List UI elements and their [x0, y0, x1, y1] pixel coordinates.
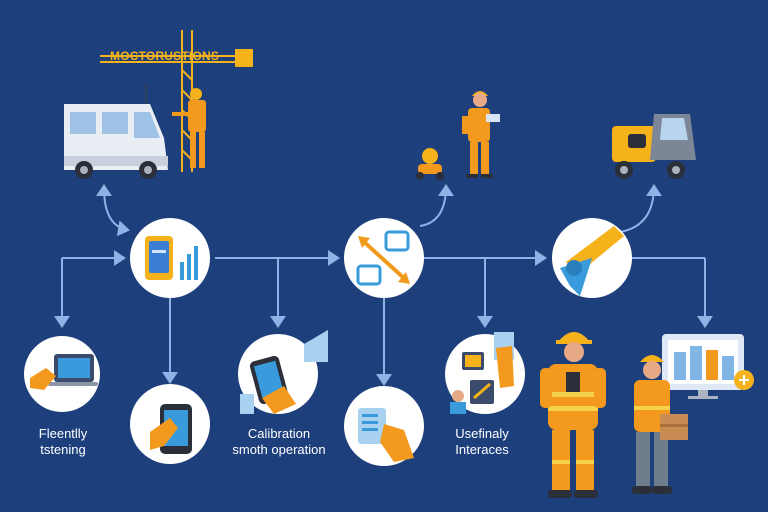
node-document-hand [344, 386, 424, 466]
crane-illustration [100, 30, 253, 172]
label-center-line2: smoth operation [232, 442, 326, 457]
label-right-line1: Usefinaly [455, 426, 509, 441]
node-phone-hand [130, 384, 210, 464]
service-van-illustration [64, 84, 168, 179]
connector-lines [54, 184, 713, 386]
label-left-line2: tstening [40, 442, 86, 457]
label-right-line2: Interaces [455, 442, 509, 457]
lead-worker-illustration [540, 332, 606, 498]
crane-worker-illustration [172, 88, 206, 168]
mini-robot-illustration [416, 148, 444, 180]
node-tool [552, 218, 632, 298]
delivery-worker-illustration [632, 355, 688, 494]
crane-sign: MOCTORUSTIONS [110, 49, 220, 63]
label-left: Fleentlly tstening [24, 426, 102, 458]
node-sync-arrows [344, 218, 424, 298]
node-phone-calibration [238, 330, 328, 414]
inspector-worker-illustration [462, 91, 500, 178]
node-mobile-app [130, 218, 210, 298]
node-laptop [24, 336, 100, 412]
label-left-line1: Fleentlly [38, 426, 88, 441]
label-center: Calibration smoth operation [222, 426, 336, 458]
label-right: Usefinaly Interaces [440, 426, 524, 458]
label-center-line1: Calibration [247, 426, 311, 441]
node-interfaces [445, 332, 525, 414]
monitor-dashboard-illustration [662, 334, 754, 399]
forklift-illustration [612, 114, 696, 179]
